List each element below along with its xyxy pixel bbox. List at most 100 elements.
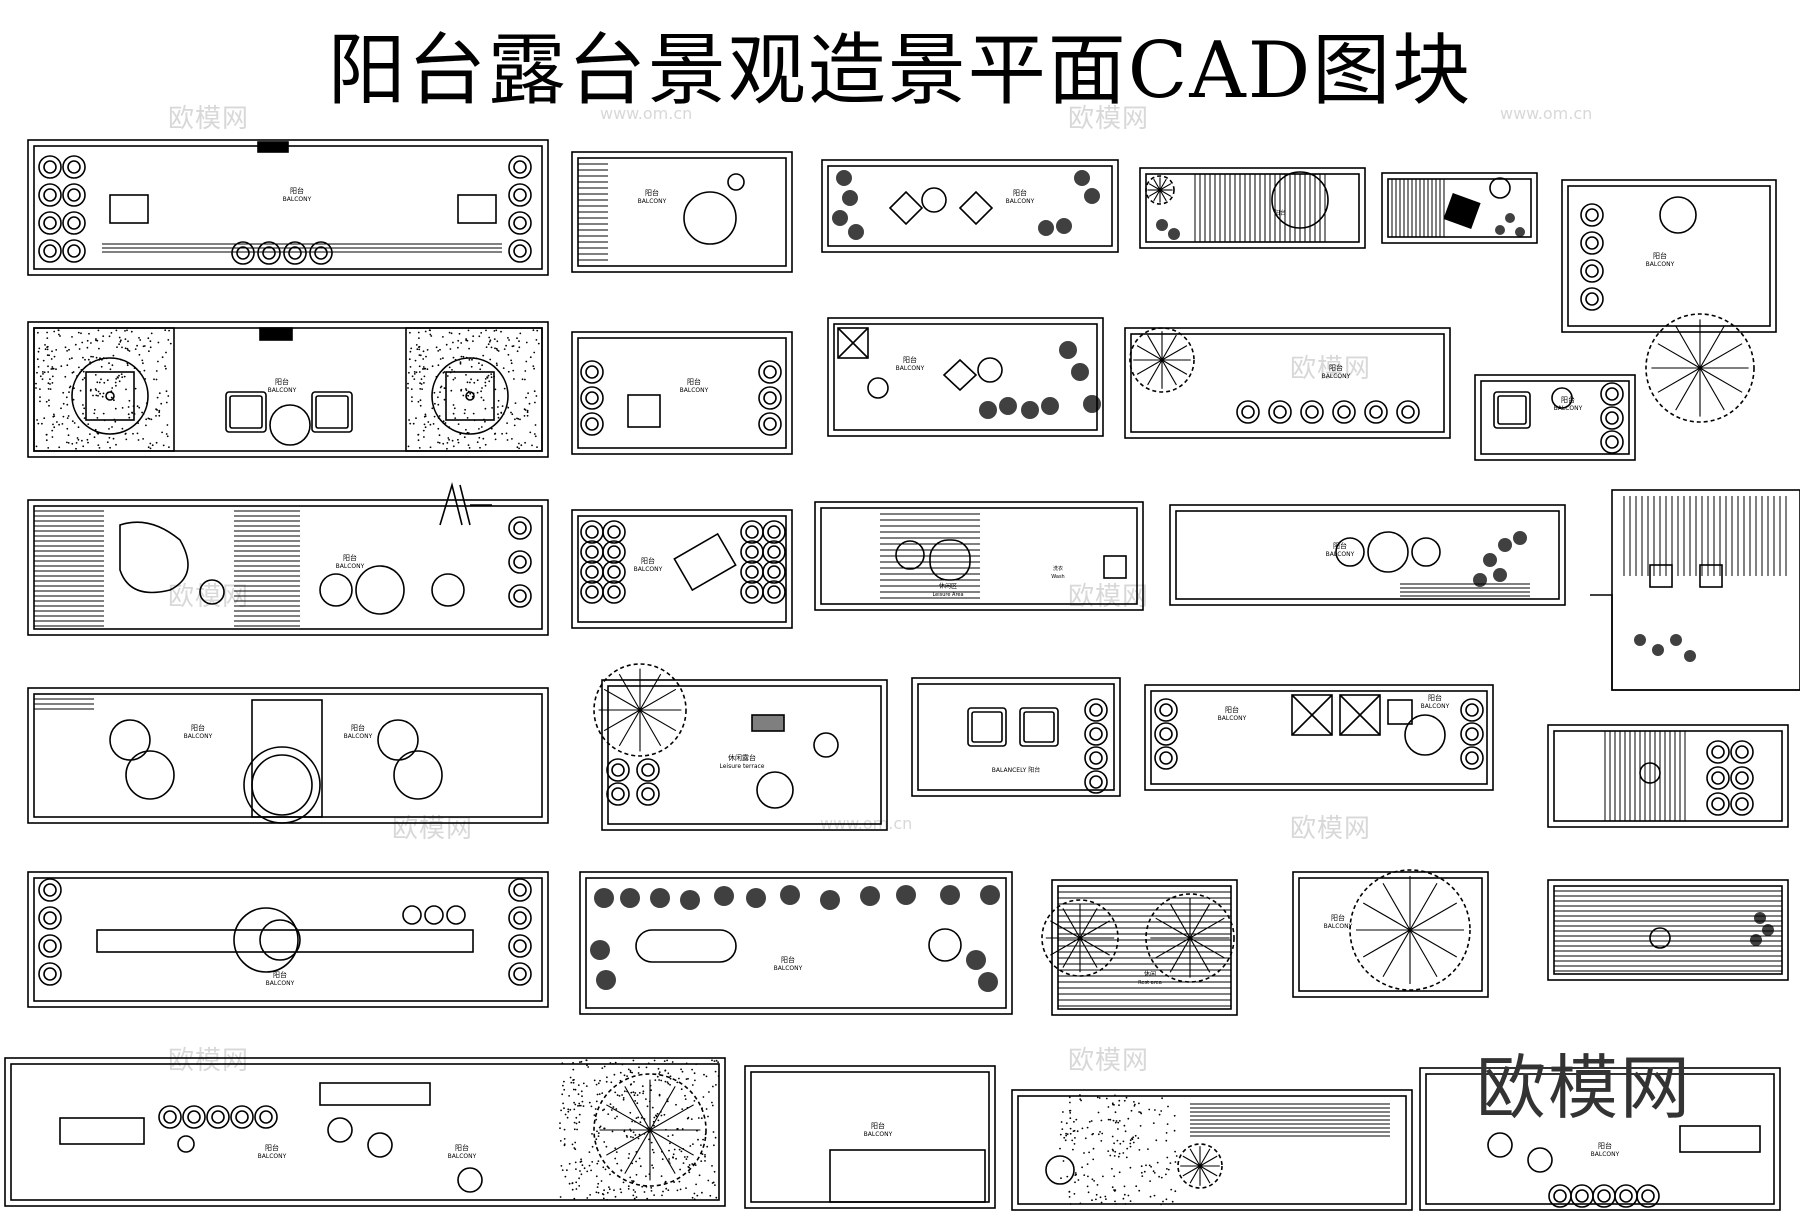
gravel-dot — [622, 1098, 625, 1101]
chair-arc — [431, 573, 465, 607]
gravel-dot — [569, 1076, 572, 1079]
gravel-dot — [472, 412, 475, 415]
gravel-dot — [1074, 1181, 1076, 1184]
gravel-dot — [510, 362, 513, 365]
planter-pot-inner — [607, 545, 621, 559]
gravel-dot — [602, 1166, 605, 1169]
gravel-dot — [1069, 1117, 1072, 1120]
stool — [446, 905, 466, 925]
room-label-cn: 阳台 — [871, 1121, 885, 1130]
gravel-dot — [448, 438, 450, 441]
balcony-outer-wall — [579, 871, 1013, 1015]
gravel-dot — [521, 378, 524, 381]
gravel-dot — [160, 402, 163, 405]
gravel-dot — [1096, 1096, 1099, 1099]
gravel-dot — [506, 422, 508, 424]
shrub — [1515, 227, 1525, 237]
storage-box — [929, 539, 971, 581]
gravel-dot — [608, 1188, 611, 1191]
gravel-dot — [502, 367, 505, 369]
gravel-dot — [149, 346, 152, 349]
gravel-dot — [1068, 1096, 1071, 1099]
tree-branch — [606, 1129, 651, 1156]
gravel-dot — [641, 1085, 644, 1088]
gravel-dot — [660, 1175, 663, 1177]
gravel-dot — [1111, 1167, 1113, 1170]
gravel-dot — [465, 374, 467, 376]
balcony-outer-wall — [1292, 871, 1489, 998]
planter-pot — [206, 1105, 230, 1129]
gravel-dot — [691, 1068, 693, 1071]
gravel-dot — [695, 1063, 698, 1065]
tree-branch — [1189, 937, 1211, 973]
gravel-dot — [74, 343, 77, 346]
gravel-dot — [695, 1183, 697, 1186]
gravel-dot — [120, 339, 122, 342]
gravel-dot — [71, 442, 74, 445]
balcony-inner-wall — [1298, 877, 1483, 992]
gravel-dot — [712, 1085, 714, 1088]
gravel-dot — [125, 438, 128, 441]
tree-branch — [1182, 1165, 1201, 1177]
gravel-dot — [1165, 1139, 1168, 1142]
gravel-dot — [575, 1181, 578, 1184]
gravel-dot — [636, 1094, 639, 1096]
gravel-dot — [450, 389, 453, 392]
planter-pot-inner — [763, 365, 777, 379]
stool — [177, 1135, 195, 1153]
planter-pot — [740, 580, 764, 604]
planter-pot — [1600, 406, 1624, 430]
balcony-outer-wall — [821, 159, 1119, 253]
gravel-dot — [433, 415, 436, 418]
gravel-dot — [487, 343, 490, 346]
gravel-dot — [50, 368, 53, 370]
gravel-dot — [663, 1060, 666, 1062]
gravel-dot — [1068, 1191, 1071, 1193]
lounge-chair — [967, 707, 1007, 747]
balcony-inner-wall — [1175, 510, 1560, 600]
gravel-dot — [442, 420, 445, 423]
gravel-dot — [1059, 1133, 1062, 1136]
gravel-dot — [625, 1134, 628, 1137]
gravel-dot — [693, 1192, 696, 1195]
gravel-dot — [60, 365, 63, 368]
gravel-dot — [1066, 1133, 1069, 1135]
gravel-dot — [623, 1090, 626, 1093]
gravel-dot — [169, 342, 172, 345]
gravel-dot — [632, 1136, 634, 1139]
gravel-dot — [1091, 1178, 1094, 1181]
gravel-dot — [563, 1088, 566, 1091]
gravel-dot — [627, 1185, 630, 1188]
shrub — [1483, 553, 1497, 567]
planter-ring — [431, 357, 509, 435]
gravel-dot — [645, 1175, 647, 1178]
gravel-dot — [438, 415, 441, 417]
gravel-dot — [1101, 1132, 1104, 1135]
gravel-dot — [1137, 1137, 1140, 1139]
gravel-dot — [618, 1095, 621, 1097]
gravel-dot — [41, 422, 43, 425]
gravel-dot — [524, 370, 527, 372]
gravel-dot — [93, 408, 96, 411]
gravel-dot — [167, 395, 170, 397]
gravel-dot — [496, 340, 499, 343]
planter-pot — [636, 758, 660, 782]
gravel-dot — [529, 356, 532, 359]
room-label-en: BALCONY — [680, 387, 709, 394]
gravel-dot — [95, 394, 98, 397]
gravel-dot — [76, 437, 79, 439]
gravel-dot — [448, 366, 451, 369]
gravel-dot — [121, 427, 124, 430]
gravel-dot — [596, 1093, 599, 1096]
gravel-dot — [446, 447, 448, 450]
tree-branch — [1699, 325, 1725, 369]
room-label-en: Leisure terrace — [720, 763, 765, 770]
gravel-dot — [609, 1173, 611, 1176]
gravel-dot — [574, 1141, 577, 1144]
gravel-dot — [653, 1124, 655, 1127]
gravel-dot — [97, 394, 99, 397]
room-label: 阳台 — [1274, 209, 1286, 217]
planter-pot — [230, 1105, 254, 1129]
gravel-dot — [75, 447, 77, 450]
gravel-dot — [629, 1176, 632, 1179]
